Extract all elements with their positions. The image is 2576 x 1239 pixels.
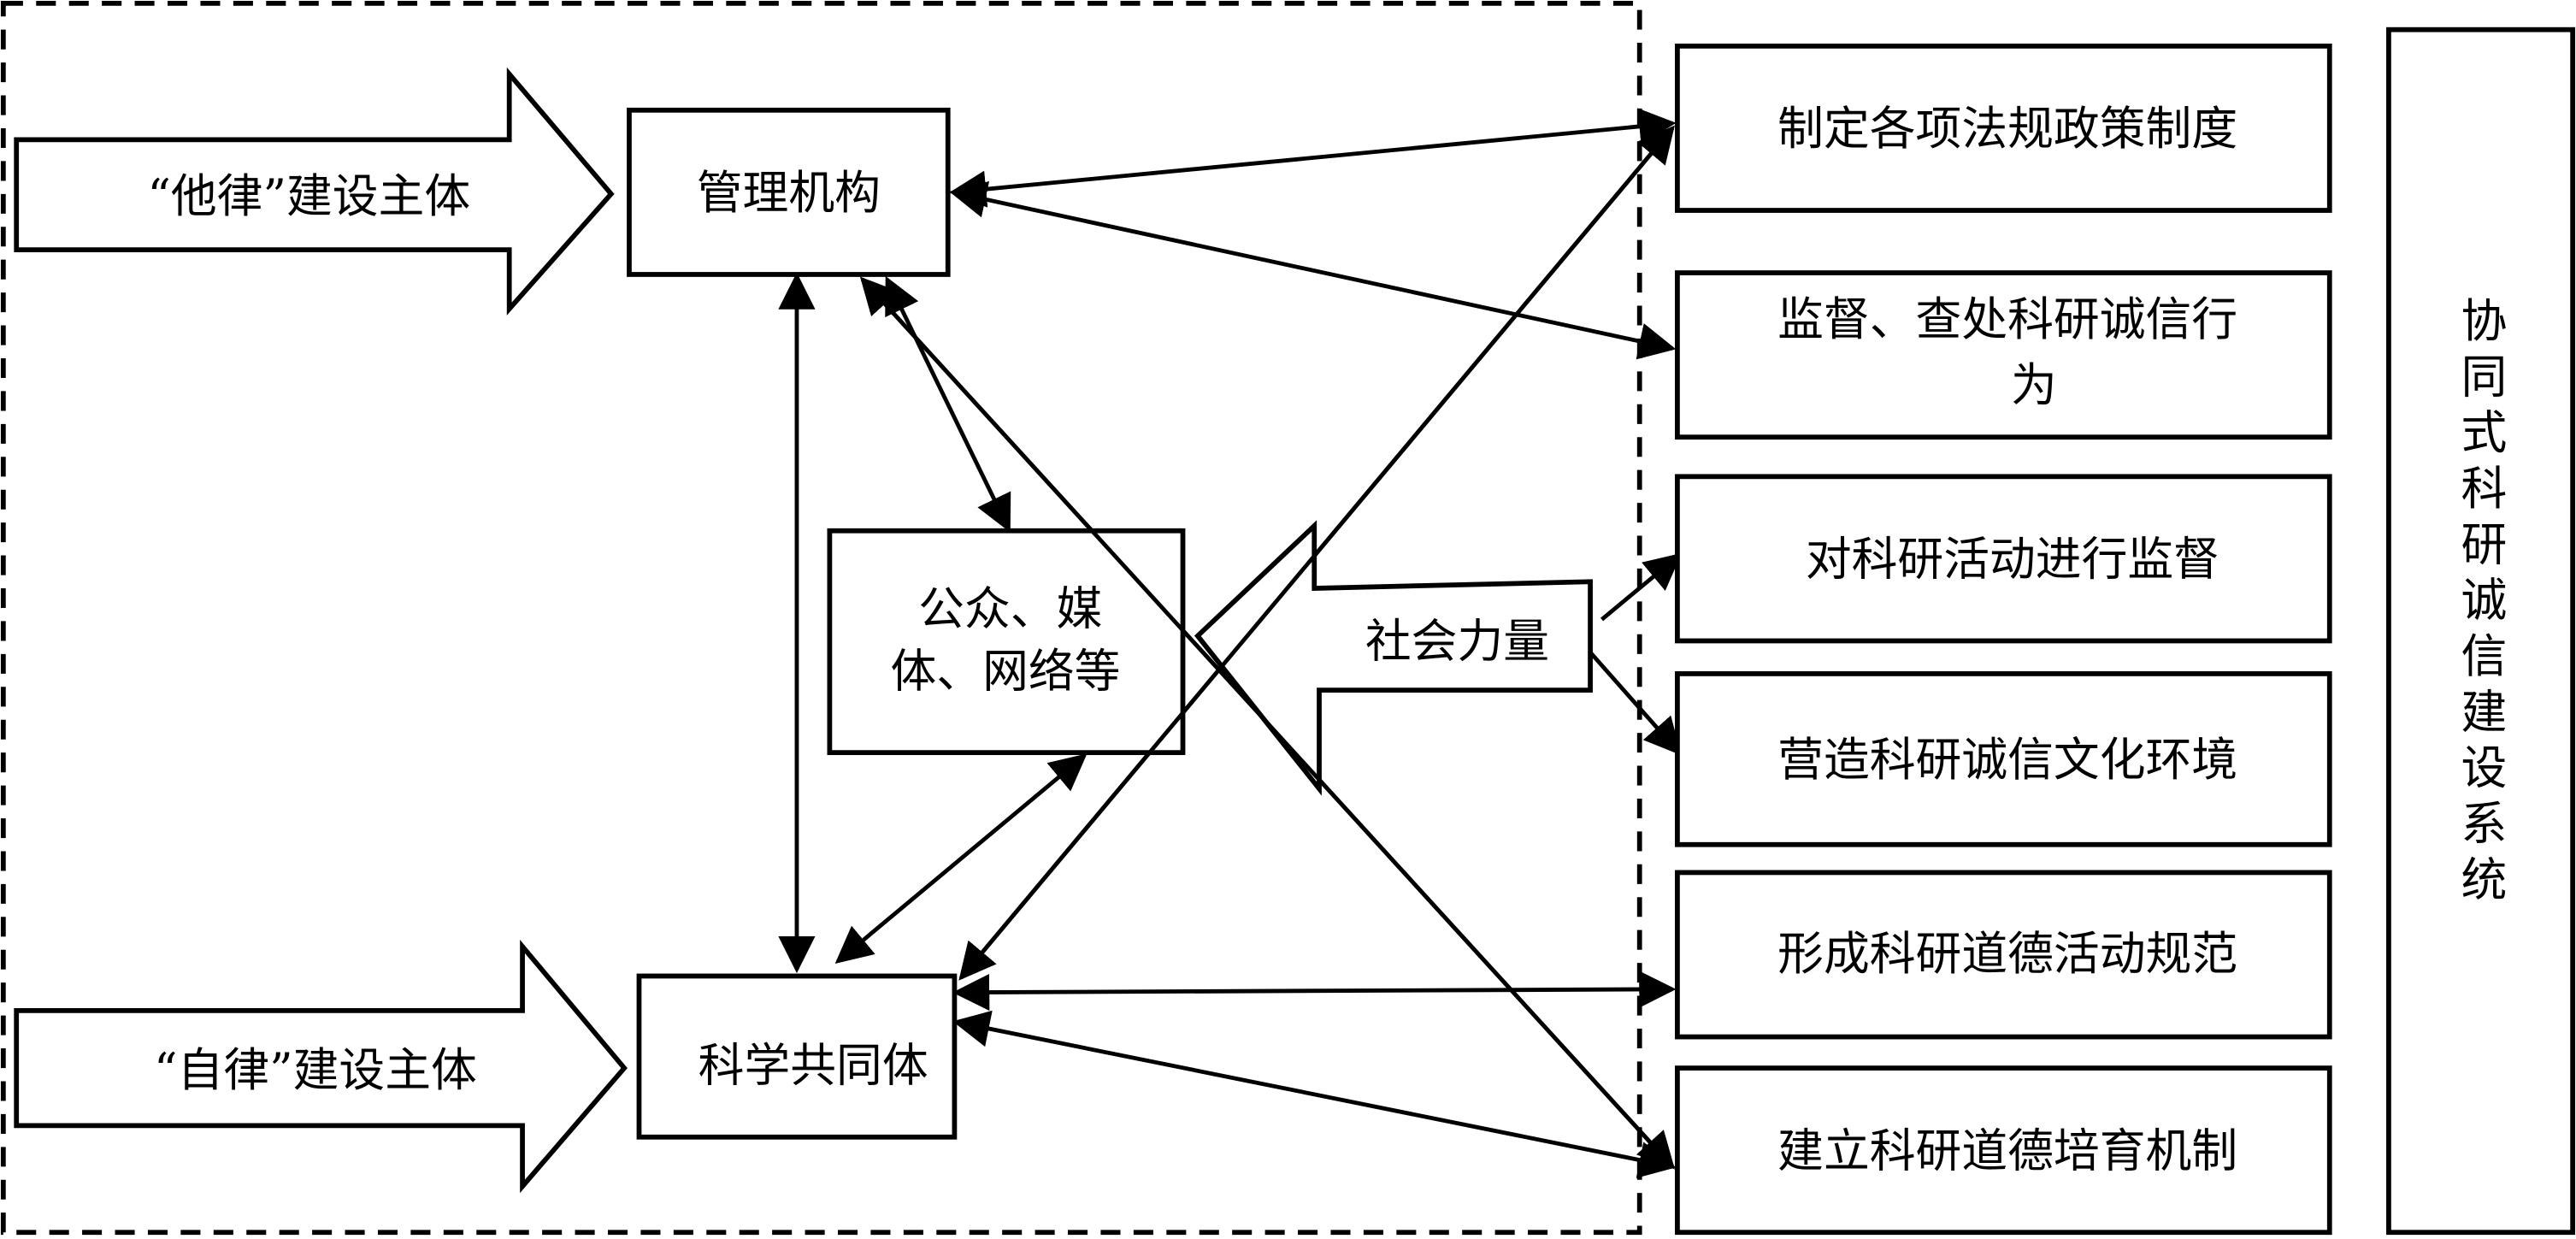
- social-to-monitor: [1600, 552, 1683, 622]
- function-label: 监督、查处科研诚信行: [1777, 292, 2237, 346]
- community-to-policy-overlay: [959, 127, 1674, 979]
- community-to-norms: [952, 971, 1677, 1012]
- heteronomy-label: “他律”建设主体: [147, 169, 470, 223]
- mgmt-to-policy: [949, 108, 1677, 208]
- function-box: [1675, 474, 2332, 644]
- system-label-char: 建: [2461, 685, 2507, 739]
- mgmt-to-supervise: [949, 181, 1677, 360]
- system-label-char: 系: [2461, 797, 2507, 851]
- system-label-char: 诚: [2461, 574, 2507, 628]
- heteronomy-arrow: [14, 67, 615, 316]
- system-label-char: 信: [2461, 629, 2507, 683]
- science-community-label: 科学共同体: [699, 1038, 928, 1092]
- system-label-char: 设: [2461, 741, 2507, 795]
- system-label-char: 研: [2461, 517, 2507, 571]
- function-label: 形成科研道德活动规范: [1777, 927, 2237, 981]
- system-label-char: 统: [2461, 853, 2507, 906]
- function-label: 制定各项法规政策制度: [1777, 102, 2237, 156]
- system-label-char: 式: [2461, 406, 2507, 460]
- social-to-culture: [1589, 651, 1682, 756]
- function-box: [1675, 1065, 2332, 1236]
- public-to-community: [834, 753, 1088, 964]
- autonomy-arrow: [14, 939, 628, 1194]
- mgmt-to-cultivation-overlay: [861, 278, 1674, 1168]
- management-box: [627, 107, 951, 277]
- function-box: [1675, 671, 2332, 847]
- system-box: [2386, 27, 2576, 1236]
- autonomy-label: “自律”建设主体: [154, 1043, 477, 1097]
- community-to-cultivation: [952, 1010, 1677, 1178]
- mgmt-to-public: [885, 275, 1011, 533]
- function-label: 对科研活动进行监督: [1806, 533, 2219, 587]
- function-list: 制定各项法规政策制度 监督、查处科研诚信行 为 对科研活动进行监督 营造科研诚信…: [1675, 43, 2332, 1236]
- function-box: [1675, 43, 2332, 213]
- function-box: [1675, 270, 2332, 440]
- system-label-char: 协: [2461, 294, 2507, 348]
- public-media-label-2: 体、网络等: [891, 644, 1121, 698]
- function-label-2: 为: [2011, 358, 2057, 412]
- function-box: [1675, 870, 2332, 1040]
- function-label: 建立科研道德培育机制: [1777, 1124, 2237, 1177]
- public-media-label-1: 公众、媒: [918, 581, 1102, 635]
- system-label-char: 同: [2461, 350, 2507, 404]
- management-label: 管理机构: [697, 166, 881, 220]
- system-label-char: 科: [2461, 462, 2507, 516]
- function-label: 营造科研诚信文化环境: [1777, 733, 2237, 787]
- social-force-label: 社会力量: [1365, 615, 1549, 669]
- public-media-box: [827, 528, 1186, 756]
- science-community-box: [636, 973, 958, 1140]
